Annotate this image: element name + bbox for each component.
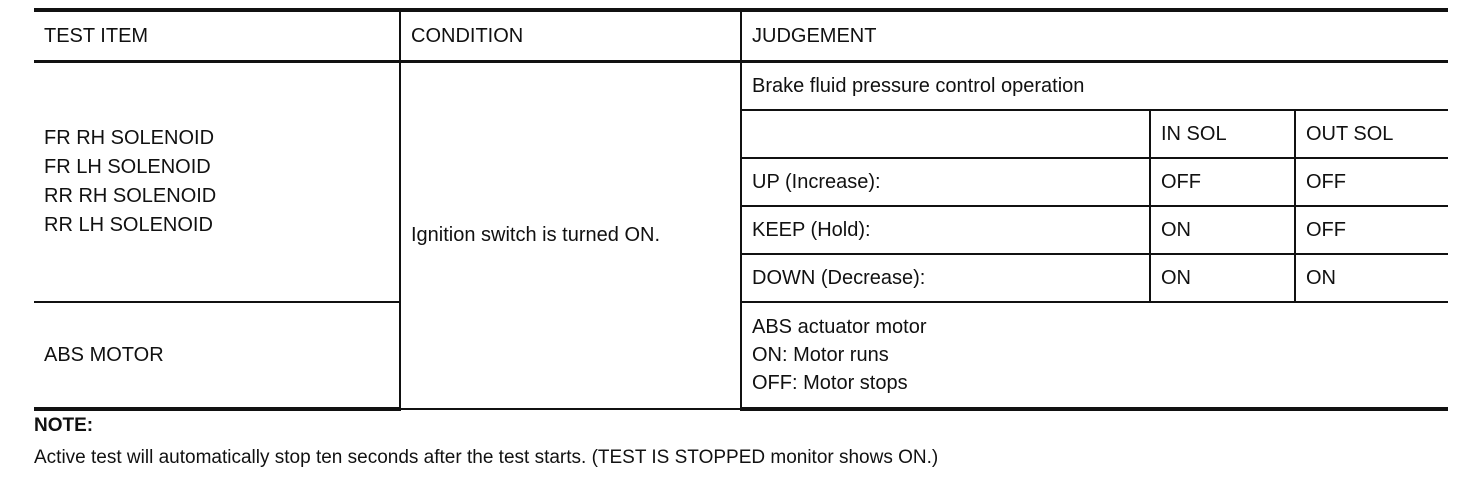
out-sol-value: OFF [1294, 157, 1448, 207]
brake-control-title: Brake fluid pressure control operation [740, 60, 1448, 111]
abs-line: ON: Motor runs [752, 344, 889, 366]
table-row: UP (Increase): OFF OFF [34, 157, 1448, 207]
table-row: ABS MOTOR ABS actuator motor ON: Motor r… [34, 301, 1448, 411]
active-test-table: TEST ITEM CONDITION JUDGEMENT FR RH SOLE… [34, 8, 1448, 411]
solenoid-item: RR LH SOLENOID [44, 214, 213, 236]
note-label: NOTE: [34, 415, 94, 436]
mode-label: UP (Increase): [740, 157, 1151, 207]
condition-cell: Ignition switch is turned ON. [399, 60, 742, 410]
abs-line: OFF: Motor stops [752, 372, 908, 394]
mode-label: KEEP (Hold): [740, 205, 1151, 255]
mode-label: DOWN (Decrease): [740, 253, 1151, 303]
note-text: Active test will automatically stop ten … [34, 447, 939, 468]
out-sol-value: ON [1294, 253, 1448, 303]
note-block: NOTE: Active test will automatically sto… [34, 414, 938, 470]
solenoid-items: FR RH SOLENOID FR LH SOLENOID RR RH SOLE… [34, 60, 401, 303]
solenoid-item: FR RH SOLENOID [44, 127, 215, 149]
solenoid-item: RR RH SOLENOID [44, 185, 217, 207]
abs-motor-item: ABS MOTOR [34, 301, 401, 411]
table-row: FR RH SOLENOID FR LH SOLENOID RR RH SOLE… [34, 60, 1448, 410]
out-sol-header: OUT SOL [1294, 109, 1448, 159]
abs-line: ABS actuator motor [752, 316, 927, 338]
table-row: IN SOL OUT SOL [34, 109, 1448, 159]
in-sol-value: OFF [1149, 157, 1296, 207]
in-sol-value: ON [1149, 205, 1296, 255]
table-row: DOWN (Decrease): ON ON [34, 253, 1448, 303]
header-judgement: JUDGEMENT [740, 8, 1448, 63]
empty-cell [740, 109, 1151, 159]
table-row: KEEP (Hold): ON OFF [34, 205, 1448, 255]
header-condition: CONDITION [399, 8, 742, 63]
in-sol-value: ON [1149, 253, 1296, 303]
header-test-item: TEST ITEM [34, 8, 401, 63]
in-sol-header: IN SOL [1149, 109, 1296, 159]
out-sol-value: OFF [1294, 205, 1448, 255]
table-header-row: TEST ITEM CONDITION JUDGEMENT [34, 8, 1448, 63]
abs-judgement: ABS actuator motor ON: Motor runs OFF: M… [740, 301, 1448, 411]
solenoid-item: FR LH SOLENOID [44, 156, 211, 178]
